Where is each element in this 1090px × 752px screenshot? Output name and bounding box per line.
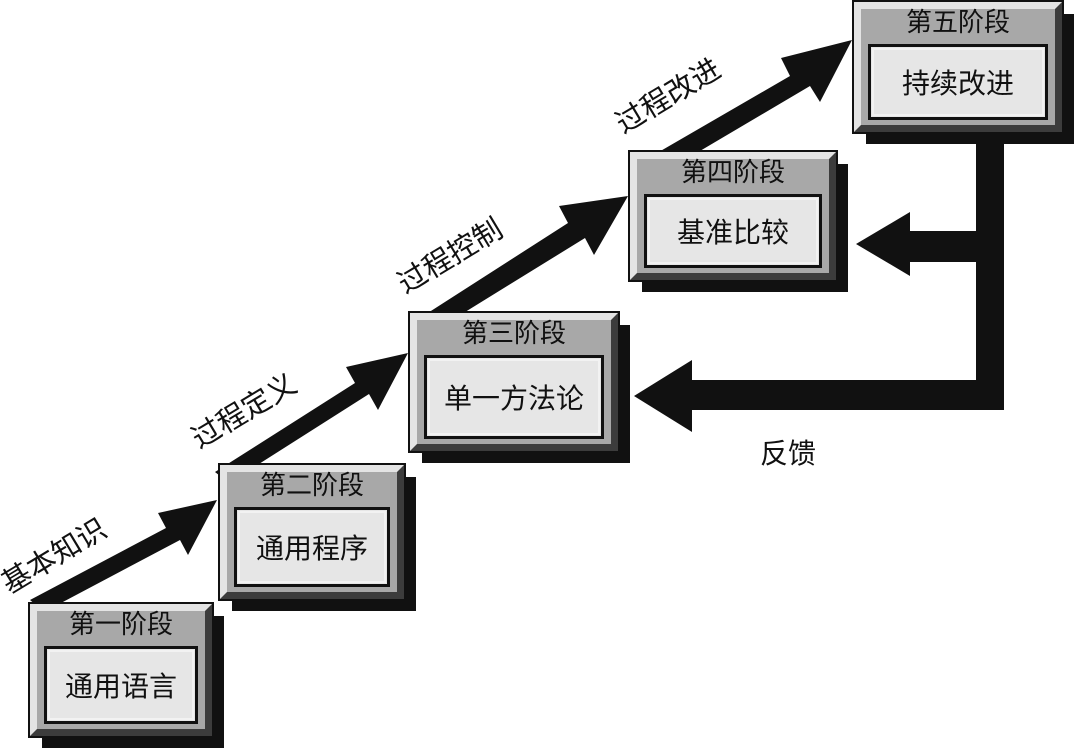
- arrow-stage2-to-stage3: [215, 353, 408, 483]
- stage-name: 单一方法论: [424, 355, 604, 439]
- arrow-stage1-to-stage2: [30, 500, 217, 612]
- stage-name: 通用语言: [44, 646, 198, 724]
- stage-name: 持续改进: [868, 44, 1048, 120]
- stage-title: 第三阶段: [461, 319, 566, 349]
- stage-name: 基准比较: [644, 194, 822, 268]
- stage-title: 第二阶段: [259, 471, 364, 501]
- stage-box-1: 第一阶段 通用语言: [28, 602, 224, 748]
- feedback-arrow-to-stage3: [634, 360, 1004, 432]
- arrow-stage3-to-stage4: [420, 196, 628, 330]
- stage-box-5: 第五阶段 持续改进: [852, 0, 1074, 144]
- stage-box-3: 第三阶段 单一方法论: [408, 311, 630, 463]
- stage-box-4: 第四阶段 基准比较: [628, 150, 848, 292]
- feedback-trunk: [976, 132, 1004, 410]
- stage-title: 第一阶段: [68, 610, 173, 640]
- arrow-stage4-to-stage5: [645, 40, 852, 174]
- stage-name: 通用程序: [234, 507, 390, 587]
- stage-title: 第四阶段: [680, 158, 785, 188]
- stage-box-2: 第二阶段 通用程序: [218, 463, 416, 611]
- feedback-arrow-to-stage4: [856, 212, 976, 276]
- stage-title: 第五阶段: [905, 8, 1010, 38]
- feedback-label: 反馈: [760, 437, 817, 470]
